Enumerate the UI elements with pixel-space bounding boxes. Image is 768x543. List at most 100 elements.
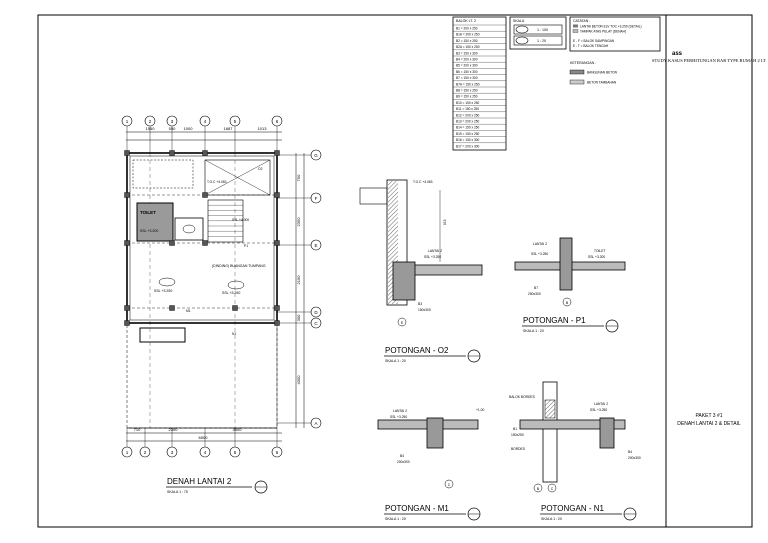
grid-bubble-icon xyxy=(199,446,211,458)
detail-title: POTONGAN - M1 xyxy=(385,504,449,513)
detail-label: 250x300 xyxy=(528,292,541,296)
detail-label: 200x300 xyxy=(628,456,641,460)
dimension: 3500 xyxy=(233,427,243,432)
detail-label: LANTAI 2 xyxy=(428,249,442,253)
detail-title: POTONGAN - N1 xyxy=(541,504,605,513)
grid-bubble-icon xyxy=(310,417,322,429)
detail-label: LANTAI 2 xyxy=(594,402,608,406)
section-mark-n1: N1 xyxy=(232,332,236,336)
grid-bubble-icon xyxy=(310,317,322,329)
schedule-row: B11 = 150 x 250 xyxy=(456,107,479,111)
schedule-row: B2 = 150 x 250 xyxy=(456,39,478,43)
room-main-label: (DINDING) BUANGAN TUMPANG xyxy=(212,264,266,268)
column xyxy=(202,150,208,156)
legend-item: BETON TAMBAHAN xyxy=(587,81,617,85)
section-mark-o2: O2 xyxy=(258,167,263,171)
project-title: STUDY KASUS PERHITUNGAN RAB TYPE RUMAH 2… xyxy=(652,58,766,63)
grid-label: A xyxy=(314,421,317,426)
schedule-row: B5 = 200 x 300 xyxy=(456,64,478,68)
schedule-row: B7A = 150 x 250 xyxy=(456,82,480,86)
column xyxy=(274,320,280,326)
level-tag-icon xyxy=(182,224,196,234)
dimension-overall: 6500 xyxy=(199,435,209,440)
detail-label: SSL +3.250 xyxy=(531,252,548,256)
column xyxy=(274,240,280,246)
schedule-row: B17 = 200 x 300 xyxy=(456,144,480,148)
grid-bubble-label: C xyxy=(551,487,554,491)
grid-label: G xyxy=(314,153,318,158)
schedule-row: B6 = 150 x 300 xyxy=(456,70,478,74)
schedule-row: B1A = 200 x 250 xyxy=(456,33,480,37)
dimension: 300 xyxy=(296,314,301,321)
grid-bubble-icon xyxy=(271,446,283,458)
dimension: 750 xyxy=(296,174,301,181)
grid-bubble-label: B xyxy=(566,301,569,305)
note-code: E - F = BALOK SAMPINGAN xyxy=(573,39,615,43)
dimension: 1687 xyxy=(224,126,234,131)
schedule-row: B9 = 150 x 250 xyxy=(456,95,478,99)
grid-label: 2 xyxy=(144,450,147,455)
detail-label: B1 xyxy=(513,427,517,431)
grid-label: F xyxy=(315,196,318,201)
package-label: PAKET 3 #1 xyxy=(695,413,722,419)
plan-title: DENAH LANTAI 2 xyxy=(167,477,232,486)
dimension: 2350 xyxy=(296,217,301,227)
title-block: ass STUDY KASUS PERHITUNGAN RAB TYPE RUM… xyxy=(652,51,766,427)
detail-label: B4 xyxy=(628,450,632,454)
schedule-row: B16 = 150 x 300 xyxy=(456,138,480,142)
schedule-row: B8 = 150 x 250 xyxy=(456,89,478,93)
column xyxy=(202,192,208,198)
column xyxy=(124,192,130,198)
grid-label: 6 xyxy=(276,119,279,124)
section-mark-p1: P1 xyxy=(244,244,248,248)
grid-label: 2 xyxy=(149,119,152,124)
schedule-row: B10 = 150 x 250 xyxy=(456,101,480,105)
detail-title: POTONGAN - P1 xyxy=(523,316,586,325)
grid-bubble-icon xyxy=(199,115,211,127)
scale-row: 1 : 100 xyxy=(537,28,548,32)
detail-label: 200x300 xyxy=(397,460,410,464)
grid-bubble-label: B xyxy=(537,487,540,491)
detail-label: B4 xyxy=(400,454,404,458)
detail-scale: SKALA 1 : 20 xyxy=(385,359,406,363)
schedule-row: B13 = 200 x 250 xyxy=(456,120,480,124)
grid-label: 3 xyxy=(171,119,174,124)
column xyxy=(124,240,130,246)
note-line: LANTAI BETON ELV TOC +3.250 (DETAIL) xyxy=(580,25,642,29)
detail-label: LANTAI 2 xyxy=(393,409,407,413)
grid-label: 3 xyxy=(171,450,174,455)
schedule-row: B7 = 150 x 300 xyxy=(456,76,478,80)
note-line: TAMPAK ATAS PELAT (DENAH) xyxy=(580,30,626,34)
detail-scale: SKALA 1 : 20 xyxy=(523,329,544,333)
schedule-row: B3 = 150 x 300 xyxy=(456,51,478,55)
schedule-row: B12 = 200 x 250 xyxy=(456,113,480,117)
column xyxy=(124,320,130,326)
room-hall-level: SSL +3.250 xyxy=(222,291,240,295)
level-tag-icon xyxy=(227,280,245,290)
dimension: 1550 xyxy=(146,126,156,131)
detail-label: LANTAI 2 xyxy=(533,242,547,246)
grid-label: 1 xyxy=(126,119,129,124)
grid-bubble-icon xyxy=(121,115,133,127)
detail-label: SSL +3.250 xyxy=(590,408,607,412)
logo: ass xyxy=(672,51,683,57)
detail-label: B7 xyxy=(534,286,538,290)
notes-header: CATATAN : xyxy=(573,19,590,23)
column xyxy=(124,150,130,156)
dimension: 1000 xyxy=(184,126,194,131)
grid-bubble-label: E xyxy=(401,321,404,325)
dimension: 4300 xyxy=(296,375,301,385)
detail-label: BORDES xyxy=(511,447,526,451)
stair-label: SSL +4.000 xyxy=(232,218,249,222)
grid-bubble-label: C xyxy=(448,483,451,487)
detail-label: BALOK BORDES xyxy=(509,395,536,399)
grid-label: 5 xyxy=(234,119,237,124)
schedule-row: B1 = 200 x 250 xyxy=(456,27,478,31)
scale-box-title: SKALA xyxy=(513,19,525,23)
detail-scale: SKALA 1 : 20 xyxy=(385,517,406,521)
grid-label: 1 xyxy=(126,450,129,455)
detail-scale: SKALA 1 : 20 xyxy=(541,517,562,521)
grid-label: C xyxy=(314,321,318,326)
